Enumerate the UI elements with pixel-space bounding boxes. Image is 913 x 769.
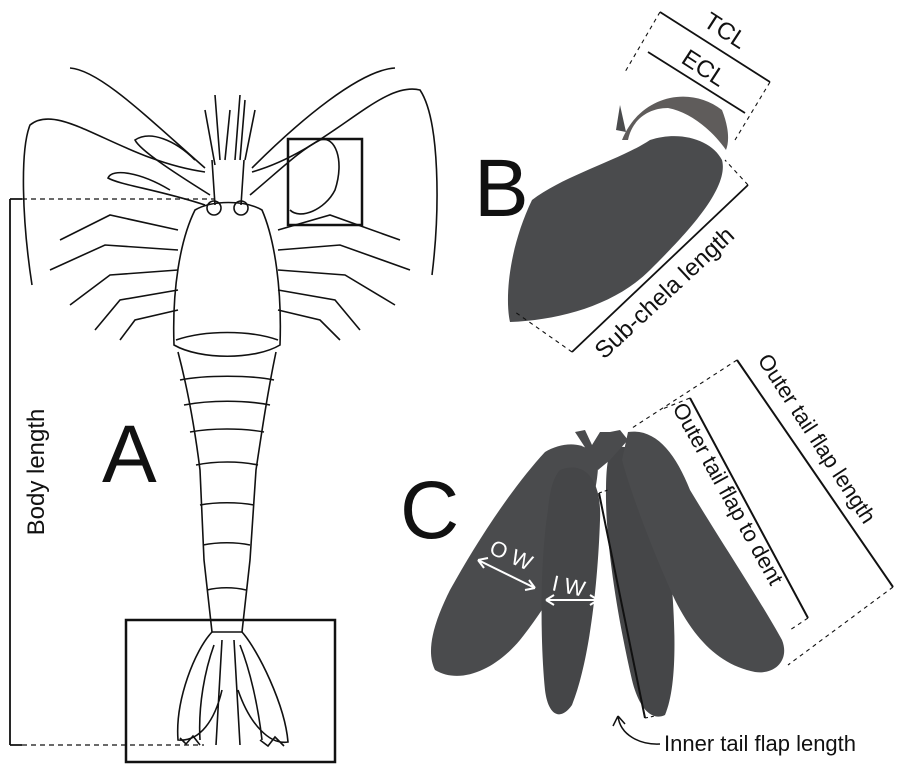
- subchela-body: [508, 136, 723, 322]
- inner-tail-flap-length-label: Inner tail flap length: [664, 731, 856, 756]
- outer-tail-flap-length-label: Outer tail flap length: [753, 349, 881, 528]
- tcl-label: TCL: [699, 7, 752, 54]
- panel-a-letter: A: [102, 409, 157, 500]
- inner-tail-flap-pointer: [613, 716, 660, 744]
- panel-c-letter: C: [400, 465, 459, 556]
- body-length-bracket: [10, 199, 22, 745]
- tail-fan: [178, 632, 288, 745]
- panel-b-letter: B: [474, 143, 529, 234]
- body-length-label: Body length: [23, 409, 50, 536]
- panel-a: [23, 68, 437, 746]
- abdomen: [178, 352, 276, 632]
- panel-c: C O W I W Inner tail flap length Outer t…: [400, 349, 893, 756]
- tail-highlight-box: [126, 620, 335, 762]
- panel-b: B TCL ECL Sub-chela length: [474, 7, 770, 364]
